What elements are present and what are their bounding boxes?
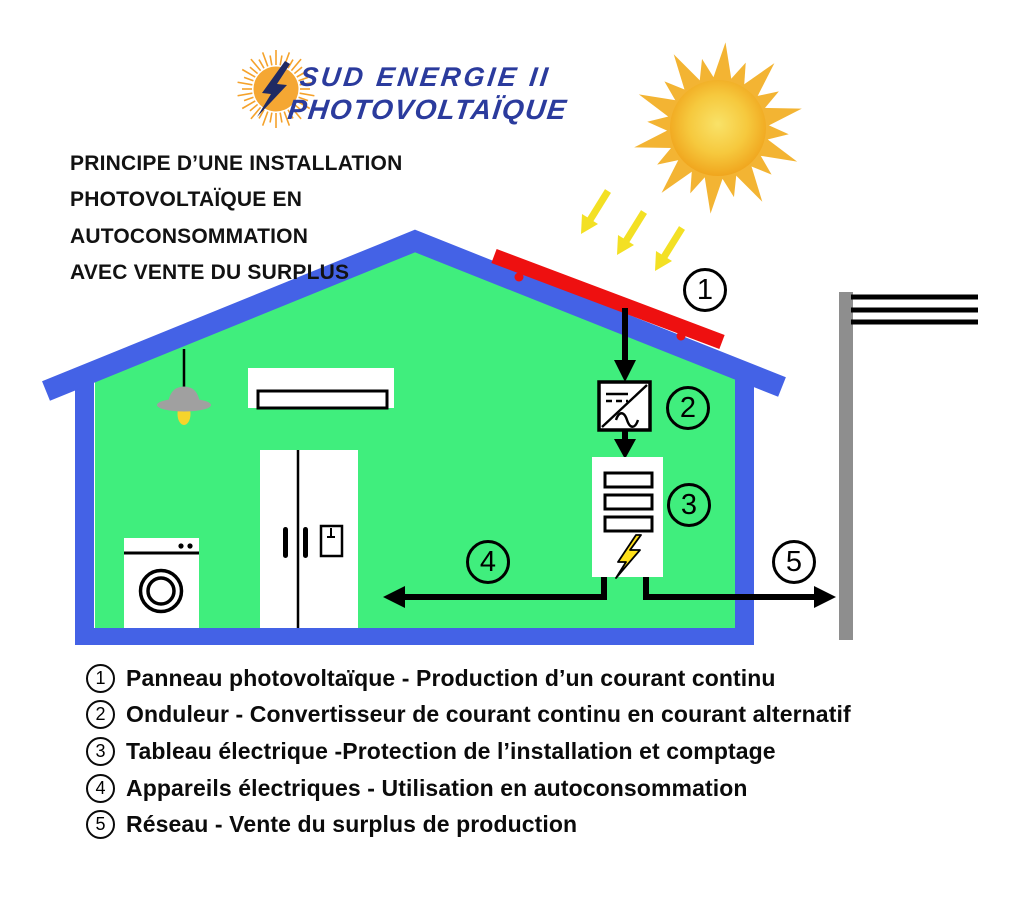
utility-pole-icon bbox=[839, 292, 978, 640]
marker-electrical-panel: 3 bbox=[667, 483, 711, 527]
legend-number-badge: 3 bbox=[86, 736, 115, 766]
legend-label: Tableau électrique -Protection de l’inst… bbox=[126, 737, 776, 764]
lightning-bolt-icon bbox=[615, 534, 642, 579]
title-line: AUTOCONSOMMATION bbox=[70, 224, 309, 248]
marker-grid: 5 bbox=[772, 540, 816, 584]
legend-label: Panneau photovoltaïque - Production d’un… bbox=[126, 664, 776, 691]
page-title: PRINCIPE D’UNE INSTALLATION PHOTOVOLTAÏQ… bbox=[70, 146, 402, 291]
legend-item: 3 Tableau électrique -Protection de l’in… bbox=[86, 733, 851, 770]
sun-icon bbox=[634, 42, 802, 214]
legend-label: Réseau - Vente du surplus de production bbox=[126, 811, 578, 838]
title-line: PHOTOVOLTAÏQUE EN bbox=[70, 188, 303, 212]
air-conditioner-icon bbox=[248, 368, 394, 410]
legend-item: 2 Onduleur - Convertisseur de courant co… bbox=[86, 697, 851, 734]
fridge-icon bbox=[260, 450, 358, 628]
title-line: AVEC VENTE DU SURPLUS bbox=[70, 260, 350, 284]
title-line: PRINCIPE D’UNE INSTALLATION bbox=[70, 152, 403, 175]
electrical-panel-icon bbox=[592, 457, 663, 579]
sunray-arrow-icon bbox=[581, 189, 685, 271]
house bbox=[42, 229, 786, 645]
marker-appliances: 4 bbox=[466, 540, 510, 584]
down-arrow-icon bbox=[614, 430, 636, 459]
legend-label: Appareils électriques - Utilisation en a… bbox=[126, 774, 748, 801]
marker-panel: 1 bbox=[683, 268, 727, 312]
logo-lightning-icon bbox=[257, 61, 290, 117]
logo-wordmark-line1: SUD ENERGIE II bbox=[298, 62, 553, 92]
solar-panel-icon bbox=[491, 248, 725, 350]
logo-wordmark-line2: PHOTOVOLTAÏQUE bbox=[286, 94, 570, 125]
ceiling-lamp-icon bbox=[157, 349, 211, 425]
down-arrow-icon bbox=[614, 308, 636, 382]
legend-number-badge: 5 bbox=[86, 810, 115, 840]
legend-number-badge: 1 bbox=[86, 663, 115, 693]
legend-number-badge: 4 bbox=[86, 773, 115, 803]
legend-label: Onduleur - Convertisseur de courant cont… bbox=[126, 701, 851, 728]
legend-item: 1 Panneau photovoltaïque - Production d’… bbox=[86, 660, 851, 697]
washing-machine-icon bbox=[124, 538, 199, 628]
inverter-icon bbox=[597, 380, 652, 432]
roof bbox=[42, 229, 786, 401]
left-arrow-icon bbox=[383, 577, 607, 608]
marker-inverter: 2 bbox=[666, 386, 710, 430]
legend-item: 4 Appareils électriques - Utilisation en… bbox=[86, 770, 851, 807]
legend: 1 Panneau photovoltaïque - Production d’… bbox=[86, 660, 851, 843]
house-interior bbox=[95, 252, 735, 629]
legend-number-badge: 2 bbox=[86, 700, 115, 730]
logo-sun-icon bbox=[237, 50, 315, 128]
right-arrow-icon bbox=[643, 577, 836, 608]
legend-item: 5 Réseau - Vente du surplus de productio… bbox=[86, 806, 851, 843]
